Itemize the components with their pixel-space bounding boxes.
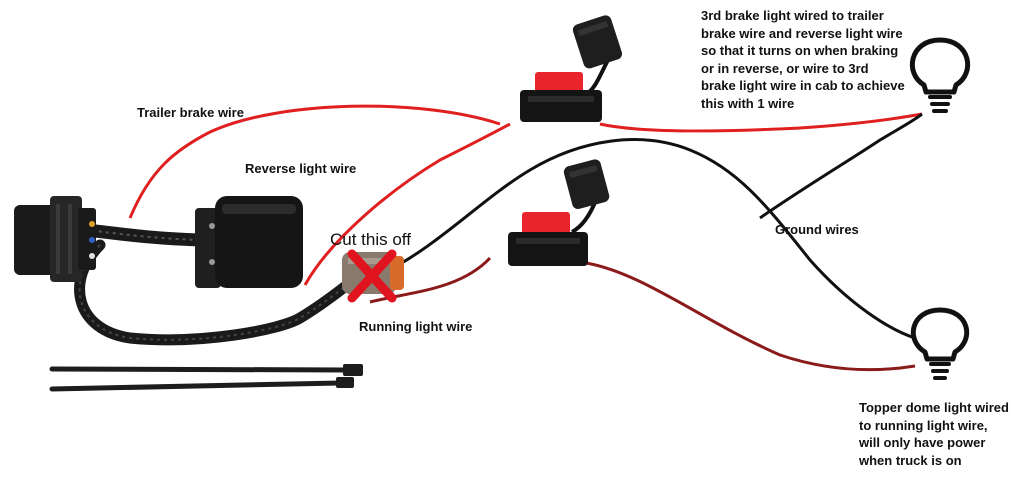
truck-connector: [14, 196, 96, 282]
ground-wire: [379, 138, 916, 340]
bulb-icon: [910, 307, 970, 380]
ground-branch-wire: [759, 112, 923, 220]
dome-light-wire: [579, 260, 916, 372]
topper-dome-light-note: Topper dome light wired to running light…: [859, 400, 1009, 468]
third-brake-light-note: 3rd brake light wired to trailer brake w…: [701, 8, 905, 111]
cut-this-off-label: Cut this off: [330, 230, 411, 249]
trailer-brake-wire-label: Trailer brake wire: [137, 105, 244, 120]
bulb-icon: [909, 37, 971, 113]
inline-fuse-holder: [520, 15, 623, 122]
trailer-connector: [195, 196, 303, 288]
wires: [128, 104, 923, 372]
trailer-brake-wire: [128, 104, 501, 219]
inline-fuse-holder: [508, 159, 610, 266]
blade-fuse: [522, 212, 570, 236]
reverse-light-wire-label: Reverse light wire: [245, 161, 357, 176]
running-light-wire: [369, 256, 492, 304]
ground-wires-label: Ground wires: [775, 222, 859, 237]
running-light-wire-label: Running light wire: [359, 319, 473, 334]
reverse-light-wire: [303, 122, 511, 286]
brake-light-wire: [599, 112, 923, 133]
zip-tie: [49, 377, 354, 392]
zip-tie: [49, 364, 363, 376]
blade-fuse: [535, 72, 583, 94]
zip-ties: [49, 364, 363, 392]
cut-x-mark: [347, 249, 397, 303]
